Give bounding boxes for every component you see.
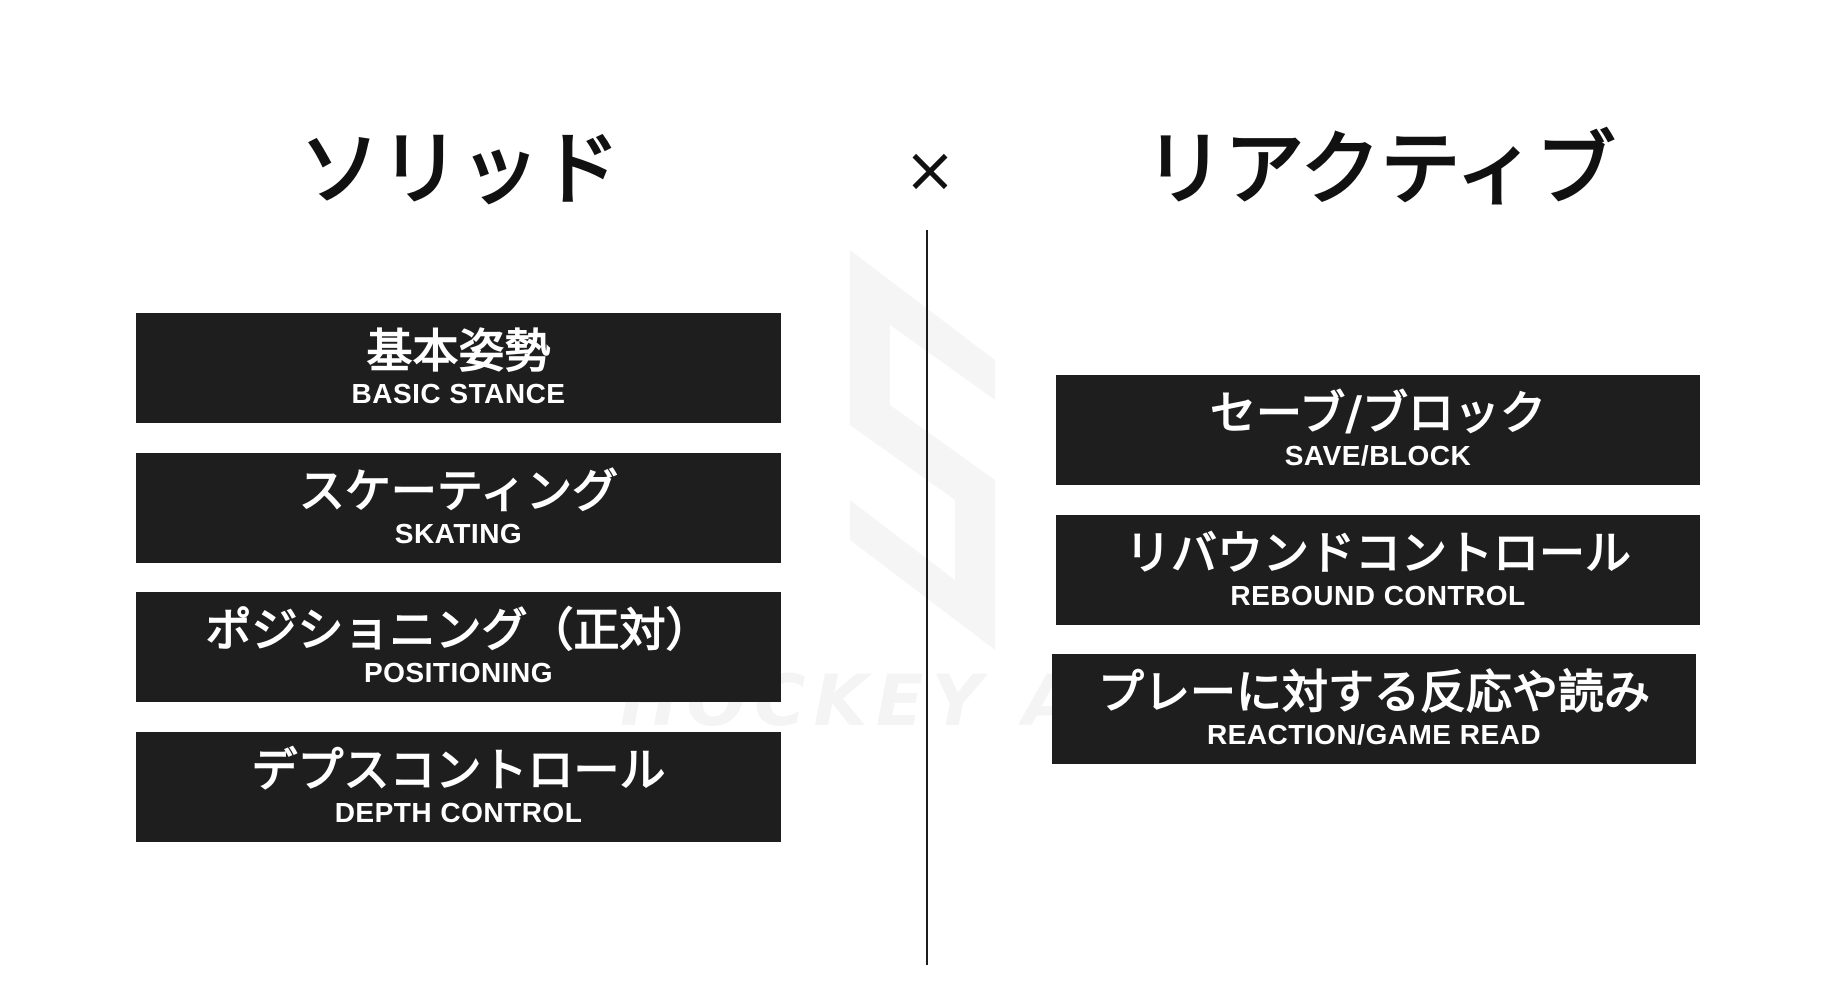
card-title-jp: セーブ/ブロック — [1209, 386, 1547, 440]
card-positioning: ポジショニング（正対） POSITIONING — [136, 592, 781, 702]
card-title-en: SKATING — [394, 518, 523, 549]
heading-reactive: リアクティブ — [1144, 123, 1616, 216]
cross-symbol: × — [904, 133, 956, 206]
card-title-jp: リバウンドコントロール — [1125, 526, 1631, 580]
card-title-en: POSITIONING — [363, 657, 554, 688]
card-title-jp: 基本姿勢 — [366, 324, 551, 378]
card-title-jp: プレーに対する反応や読み — [1098, 665, 1650, 719]
card-title-en: SAVE/BLOCK — [1284, 440, 1472, 471]
card-title-jp: スケーティング — [298, 464, 619, 518]
card-depth-control: デプスコントロール DEPTH CONTROL — [136, 732, 781, 842]
card-save-block: セーブ/ブロック SAVE/BLOCK — [1056, 375, 1700, 485]
card-title-jp: ポジショニング（正対） — [205, 603, 712, 657]
center-divider — [926, 230, 928, 965]
card-title-en: REBOUND CONTROL — [1230, 580, 1526, 611]
card-basic-stance: 基本姿勢 BASIC STANCE — [136, 313, 781, 423]
card-rebound-control: リバウンドコントロール REBOUND CONTROL — [1056, 515, 1700, 625]
card-title-en: DEPTH CONTROL — [334, 797, 583, 828]
card-title-en: REACTION/GAME READ — [1206, 719, 1542, 750]
card-skating: スケーティング SKATING — [136, 453, 781, 563]
watermark-logo-icon — [850, 250, 995, 650]
card-reaction-game-read: プレーに対する反応や読み REACTION/GAME READ — [1052, 654, 1696, 764]
card-title-jp: デプスコントロール — [251, 743, 666, 797]
card-title-en: BASIC STANCE — [351, 378, 566, 409]
heading-solid: ソリッド — [300, 123, 620, 216]
